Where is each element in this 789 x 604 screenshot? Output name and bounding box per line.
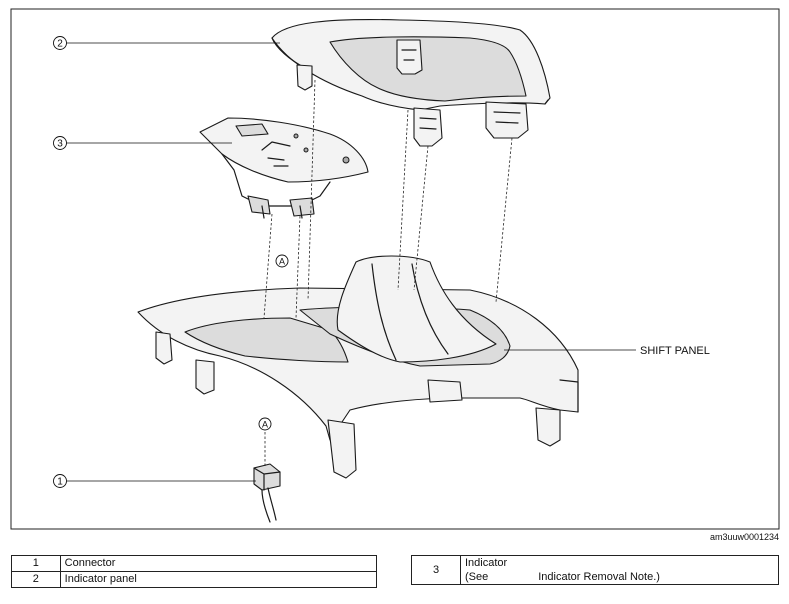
legend-row: 3 Indicator (See Indicator Removal Note.) xyxy=(411,555,779,585)
reference-a-upper: A xyxy=(275,254,289,268)
legend-number: 2 xyxy=(11,571,61,588)
callout-1-label: 1 xyxy=(57,477,63,488)
callout-1: 1 xyxy=(53,474,256,488)
legend-row: 1 Connector xyxy=(11,555,378,572)
connector-drawing xyxy=(253,463,281,523)
shift-panel-label: SHIFT PANEL xyxy=(640,345,710,357)
legend-see-prefix: (See xyxy=(465,571,489,583)
callout-3-label: 3 xyxy=(57,139,63,150)
shift-panel-drawing xyxy=(137,255,579,479)
legend-table-left: 1 Connector 2 Indicator panel xyxy=(11,555,378,588)
legend-description: Indicator panel xyxy=(59,571,378,588)
reference-a-upper-label: A xyxy=(279,257,285,267)
legend-number: 3 xyxy=(411,555,461,585)
reference-a-lower: A xyxy=(258,417,272,431)
legend-row: 2 Indicator panel xyxy=(11,571,378,588)
diagram-frame xyxy=(10,8,780,530)
document-id: am3uuw0001234 xyxy=(710,532,779,542)
legend-line-2: (See Indicator Removal Note.) xyxy=(465,570,774,584)
reference-a-lower-label: A xyxy=(262,420,268,430)
legend-description: Connector xyxy=(59,555,378,572)
indicator-panel-drawing xyxy=(271,18,551,147)
indicator-removal-note-link[interactable]: Indicator Removal Note.) xyxy=(538,571,660,583)
callout-2: 2 xyxy=(53,36,280,50)
callout-3: 3 xyxy=(53,136,232,150)
shift-panel-callout: SHIFT PANEL xyxy=(504,345,710,357)
indicator-drawing xyxy=(199,117,369,219)
alignment-lines xyxy=(263,79,513,466)
legend-table-right: 3 Indicator (See Indicator Removal Note.) xyxy=(411,555,779,585)
legend-line-1: Indicator xyxy=(465,557,508,569)
legend-number: 1 xyxy=(11,555,61,572)
legend-description: Indicator (See Indicator Removal Note.) xyxy=(460,555,779,585)
callout-2-label: 2 xyxy=(57,39,63,50)
